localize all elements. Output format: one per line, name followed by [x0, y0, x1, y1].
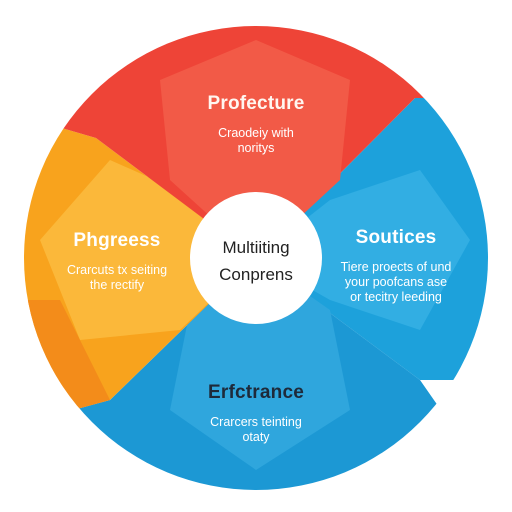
segment-left-desc: Crarcuts tx seiting the rectify: [67, 263, 167, 293]
center-label-line2: Conprens: [219, 265, 293, 284]
center-label-line1: Multiiting: [222, 238, 290, 257]
segment-right-title: Soutices: [355, 227, 437, 248]
segment-top-facet: [160, 40, 350, 258]
segment-right-label: Soutices Tiere proects of und your poofc…: [341, 227, 452, 305]
segment-top-desc-line2: noritys: [237, 141, 275, 155]
segment-right-desc-line3: or tecitry leeding: [350, 290, 442, 304]
segment-bottom-desc-line2: otaty: [242, 430, 270, 444]
segment-left-desc-line2: the rectify: [89, 278, 145, 292]
center-hub: [190, 192, 322, 324]
segment-top-label: Profecture Craodeiy with noritys: [207, 93, 304, 156]
center-label: Multiiting Conprens: [219, 234, 293, 288]
segment-left-title: Phgreess: [73, 230, 161, 251]
segment-bottom-desc-line1: Crarcers teinting: [210, 415, 302, 429]
segment-top-desc-line1: Craodeiy with: [218, 126, 294, 140]
segment-top-desc: Craodeiy with noritys: [207, 126, 304, 156]
segment-bottom-desc: Crarcers teinting otaty: [208, 415, 304, 445]
segment-right-desc-line1: Tiere proects of und: [340, 260, 452, 274]
segment-right-desc-line2: your poofcans ase: [344, 275, 448, 289]
segment-left-desc-line1: Crarcuts tx seiting: [66, 263, 168, 277]
segment-right-desc: Tiere proects of und your poofcans ase o…: [341, 260, 452, 305]
segment-bottom-label: Erfctrance Crarcers teinting otaty: [208, 382, 304, 445]
segment-top-title: Profecture: [207, 93, 305, 114]
segment-right-facet: [256, 170, 470, 330]
segment-bottom-facet: [170, 258, 350, 470]
segment-bottom-title: Erfctrance: [208, 382, 304, 403]
segment-left-label: Phgreess Crarcuts tx seiting the rectify: [67, 230, 167, 293]
